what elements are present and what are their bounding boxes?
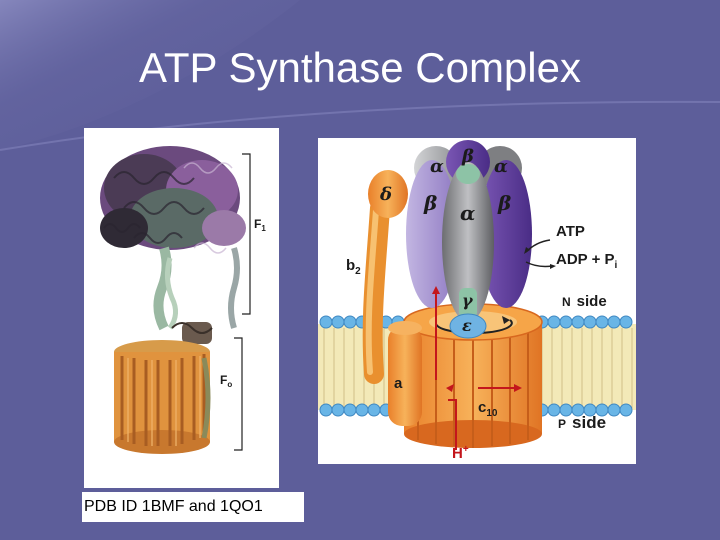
pdb-caption: PDB ID 1BMF and 1QO1: [82, 492, 304, 522]
proton-path-arrows: [435, 290, 516, 450]
a-subunit-label: a: [394, 375, 403, 392]
alpha-label-right: α: [494, 156, 508, 177]
adp-pi-label: ADP + Pi: [556, 251, 618, 271]
beta-label-top: β: [461, 146, 474, 167]
beta-label-right: β: [497, 191, 511, 215]
proton-label: H+: [452, 444, 469, 462]
alpha-label-center: α: [460, 201, 475, 225]
slide-title: ATP Synthase Complex: [139, 44, 581, 91]
alpha-label-left: α: [430, 156, 444, 177]
atp-arrows: [524, 239, 556, 269]
fo-bracket: [234, 337, 243, 451]
epsilon-label: ε: [462, 316, 472, 335]
f1-label: F1: [254, 217, 266, 233]
b2-stator: [362, 198, 390, 384]
pdb-structure-illustration: F1 Fo: [100, 146, 266, 454]
b2-label: b2: [346, 257, 361, 277]
fo-label: Fo: [220, 373, 232, 389]
gamma-label: γ: [462, 291, 474, 310]
beta-label-left: β: [423, 191, 437, 215]
f1-head: α β α β α β: [406, 140, 532, 322]
atp-synthase-schematic-panel: δ α β α β α β γ ε: [318, 138, 636, 464]
fo-protein-structure: [114, 322, 213, 454]
f1-bracket: [242, 153, 251, 315]
atp-synthase-schematic: δ α β α β α β γ ε: [318, 140, 636, 462]
c10-label: c10: [478, 399, 498, 419]
f1-protein-structure: [100, 146, 246, 331]
delta-subunit: δ: [368, 170, 408, 218]
svg-text:δ: δ: [379, 184, 392, 205]
gamma-epsilon-stalk: γ ε: [449, 288, 487, 339]
atp-label: ATP: [556, 223, 585, 240]
a-subunit: [388, 321, 422, 426]
pdb-structure-panel: F1 Fo: [84, 128, 279, 488]
